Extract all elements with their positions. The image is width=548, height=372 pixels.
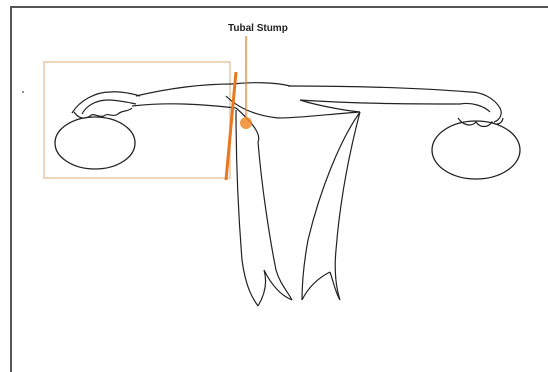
right-fallopian-tube — [288, 86, 470, 104]
tubal-cut-line — [226, 72, 236, 180]
tubal-stump-label: Tubal Stump — [228, 23, 288, 34]
highlight-box — [44, 62, 230, 178]
tubal-stump-marker — [240, 117, 252, 129]
left-fallopian-tube — [132, 84, 236, 108]
speck — [22, 91, 24, 93]
right-lower-segment — [302, 112, 360, 300]
left-ovary — [55, 117, 135, 169]
left-lower-segment — [236, 110, 292, 306]
right-ovary — [432, 121, 520, 179]
left-fimbriae — [72, 92, 140, 118]
